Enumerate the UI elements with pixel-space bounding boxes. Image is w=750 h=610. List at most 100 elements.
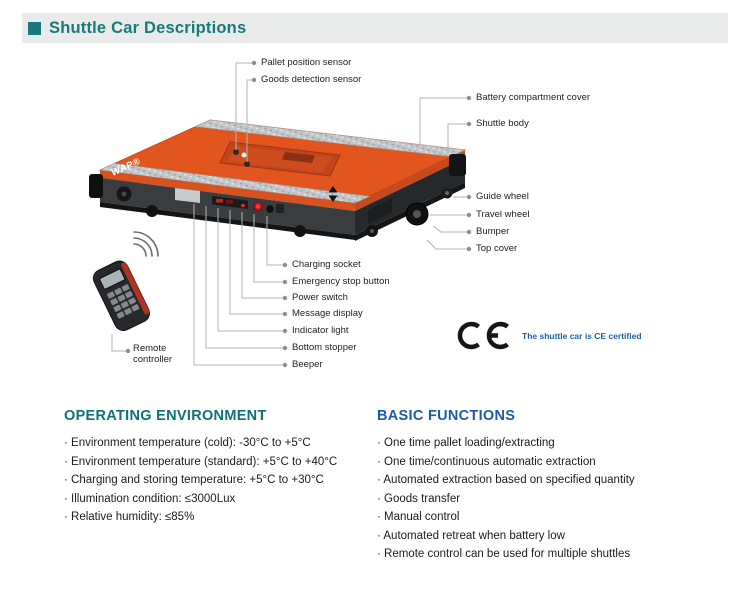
deck-center-slot (282, 152, 315, 163)
display-led-segment (216, 199, 223, 203)
shuttle-front-strip (100, 170, 355, 211)
callout-dot (282, 279, 288, 285)
callout-beeper: Beeper (292, 359, 323, 370)
callout-remote-controller: Remote controller (133, 343, 173, 365)
remote-red-trim (121, 262, 150, 315)
shuttle-car: WAP® (89, 119, 467, 241)
front-wheel-2 (294, 225, 306, 237)
operating-environment-list: · Environment temperature (cold): -30°C … (64, 434, 364, 527)
page-title: Shuttle Car Descriptions (49, 18, 247, 37)
spec-item: · Illumination condition: ≤3000Lux (64, 492, 236, 505)
left-bumper-block (89, 174, 103, 198)
function-item: · One time/continuous automatic extracti… (377, 455, 596, 468)
display-led-segment-dim (226, 200, 233, 204)
callout-dot (282, 311, 288, 317)
callout-dot (466, 212, 472, 218)
callout-top-cover: Top cover (476, 243, 518, 254)
callout-dot (282, 345, 288, 351)
shuttle-front-skirt (100, 202, 355, 240)
callout-line (419, 97, 469, 145)
callout-dot (466, 121, 472, 127)
callout-pallet-position-sensor: Pallet position sensor (261, 57, 352, 68)
spec-item: · Relative humidity: ≤85% (64, 511, 195, 523)
ce-mark-icon (457, 321, 509, 350)
title-bullet-square (28, 21, 41, 35)
ce-certification: The shuttle car is CE certified (455, 321, 642, 350)
callout-dot (466, 194, 472, 200)
callout-travel-wheel: Travel wheel (476, 209, 530, 220)
guide-wheel-hub (445, 191, 449, 195)
front-wheel (146, 205, 158, 217)
pallet-position-sensor (233, 149, 239, 155)
remote-screen (99, 268, 126, 290)
callout-goods-detection-sensor: Goods detection sensor (261, 74, 362, 85)
callout-line (253, 214, 285, 283)
callout-line (266, 216, 285, 266)
function-item: · Goods transfer (377, 492, 461, 505)
shuttle-front-face (100, 178, 355, 235)
callout-line (217, 208, 285, 332)
power-switch (265, 204, 275, 214)
callout-line (229, 210, 285, 315)
deck-center-recess-inner (227, 146, 332, 173)
function-item: · Remote control can be used for multipl… (377, 548, 631, 560)
section-operating-environment: OPERATING ENVIRONMENT · Environment temp… (64, 408, 364, 527)
shuttle-right-strip (355, 150, 465, 211)
signal-waves-icon (133, 231, 159, 257)
goods-detection-sensor (244, 161, 250, 167)
callout-indicator-light: Indicator light (292, 325, 349, 336)
callout-line (205, 206, 285, 349)
callout-line (432, 225, 469, 233)
function-item: · One time pallet loading/extracting (377, 437, 555, 449)
callout-line (241, 212, 285, 299)
callout-line (193, 204, 285, 366)
callout-bumper: Bumper (476, 226, 510, 237)
left-wheel-hub (121, 191, 127, 197)
indicator-light (241, 203, 245, 208)
callout-dot (282, 362, 288, 368)
diamond-plate-strip-front (98, 163, 371, 204)
remote-controller-device (92, 231, 159, 332)
callout-dot (125, 348, 131, 354)
basic-functions-list: · One time pallet loading/extracting · O… (377, 434, 717, 564)
operating-environment-title: OPERATING ENVIRONMENT (64, 408, 267, 424)
function-item: · Manual control (377, 511, 460, 523)
battery-compartment-cover-block (449, 154, 466, 176)
callout-line (111, 334, 128, 352)
guide-wheel-front-hub (370, 229, 374, 233)
callout-line (246, 79, 254, 162)
callout-dot (282, 262, 288, 268)
callout-dots (125, 60, 472, 368)
callout-dot (466, 229, 472, 235)
drive-unit-box (368, 198, 392, 224)
spec-item: · Environment temperature (standard): +5… (64, 455, 338, 468)
callout-dot (251, 60, 257, 66)
function-item: · Automated retreat when battery low (377, 529, 565, 542)
deck-center-knob (241, 152, 247, 158)
spec-item: · Charging and storing temperature: +5°C… (64, 474, 324, 486)
callout-line (235, 62, 254, 150)
callout-charging-socket: Charging socket (292, 259, 361, 270)
callout-dot (282, 295, 288, 301)
travel-wheel-hub (413, 210, 421, 218)
page-header: Shuttle Car Descriptions (22, 13, 728, 43)
callout-message-display: Message display (292, 308, 363, 319)
callout-guide-wheel: Guide wheel (476, 191, 529, 202)
callout-dot (466, 246, 472, 252)
ce-certified-text: The shuttle car is CE certified (522, 330, 642, 341)
callout-dot (282, 328, 288, 334)
spec-item: · Environment temperature (cold): -30°C … (64, 437, 311, 449)
callout-bottom-stopper: Bottom stopper (292, 342, 357, 353)
callout-shuttle-body: Shuttle body (476, 118, 529, 129)
callout-battery-compartment-cover: Battery compartment cover (476, 92, 591, 103)
callout-lines (111, 62, 469, 366)
remote-keypad (107, 284, 140, 319)
section-basic-functions: BASIC FUNCTIONS · One time pallet loadin… (377, 408, 717, 564)
updown-arrow-marking (328, 186, 338, 202)
callout-dot (251, 77, 257, 83)
callout-line (447, 123, 469, 154)
emergency-stop-button-cap (255, 204, 261, 209)
